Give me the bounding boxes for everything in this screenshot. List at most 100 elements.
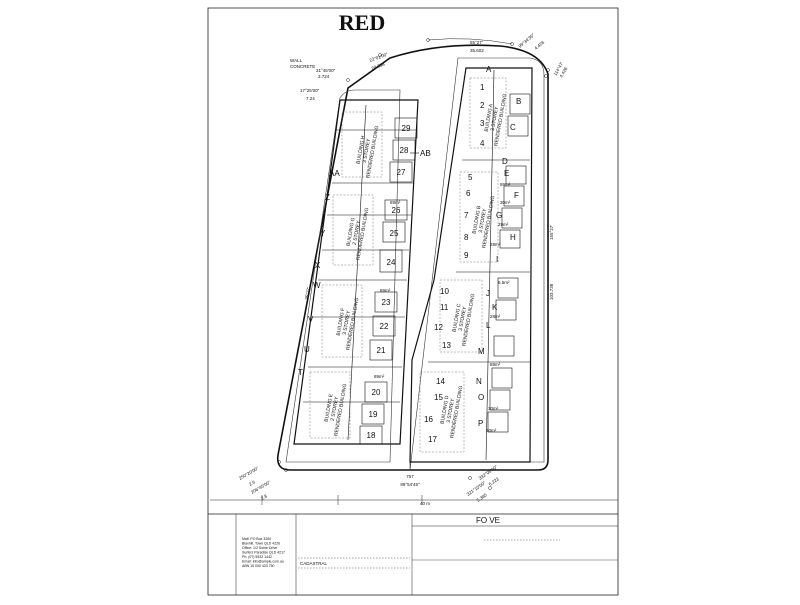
unit-26: 26	[392, 206, 401, 215]
unit-19: 19	[369, 410, 378, 419]
unit-9: 9	[464, 251, 469, 260]
letter-u: U	[304, 345, 310, 354]
letter-z: Z	[325, 193, 330, 202]
right-hatching	[419, 77, 507, 453]
unit-4: 4	[480, 139, 485, 148]
right-unit-grid	[428, 69, 531, 461]
bearing-right2: 114°47'	[553, 61, 565, 76]
bearing-left1: 31°45'00"	[316, 68, 336, 73]
unit-3: 3	[480, 119, 485, 128]
scale-bar: 40 m	[210, 495, 618, 506]
building-g-label: BUILDING G2 STOREYRENDERED BUILDING	[343, 205, 370, 260]
area-label: 30m²	[500, 200, 511, 205]
building-e-label: BUILDING E2 STOREYRENDERED BUILDING	[321, 381, 348, 436]
unit-23: 23	[382, 298, 391, 307]
building-f-label: BUILDING F3 STOREYRENDERED BUILDING	[333, 295, 360, 350]
area-label: 6.5m²	[498, 280, 510, 285]
right-building-block: 1 2 3 4 5 6 7 8 9 10 11 12 13 14 15 16 1…	[409, 65, 533, 463]
lot-boundary	[276, 44, 549, 471]
letter-a: A	[486, 65, 492, 74]
unit-2: 2	[480, 101, 485, 110]
letter-aa: AA	[329, 169, 340, 178]
area-label: 28m²	[490, 242, 501, 247]
unit-14: 14	[436, 377, 445, 386]
bearing-left1-len: 3.724	[318, 74, 330, 79]
letter-k: K	[492, 303, 498, 312]
area-label: 89m²	[500, 182, 511, 187]
bearing-right1-len: 4.426	[533, 39, 545, 50]
unit-7: 7	[464, 211, 469, 220]
bearing-left2: 17°25'00"	[300, 88, 320, 93]
letter-x: X	[315, 261, 321, 270]
ab-label: AB	[420, 149, 431, 158]
bearing-bottom: 89°54'45"	[400, 482, 420, 487]
bearing-right2-len: 4.426	[559, 66, 569, 79]
unit-17: 17	[428, 435, 437, 444]
building-c-label: BUILDING C3 STOREYRENDERED BUILDING	[449, 291, 476, 346]
bearing-top: 55°27'	[470, 40, 483, 45]
inner-boundary	[285, 89, 401, 463]
area-label: 89m²	[374, 374, 385, 379]
unit-22: 22	[380, 322, 389, 331]
unit-13: 13	[442, 341, 451, 350]
bearing-top-len: 35.602	[470, 48, 484, 53]
letter-i: I	[496, 255, 498, 264]
plan-title: RED	[339, 10, 385, 35]
bearing-left-side: 35°27'	[304, 287, 311, 300]
company-details: Mail: PO Box 3260 Blaxhill, Town QLD 422…	[242, 537, 286, 568]
unit-29: 29	[402, 124, 411, 133]
right-building-outline	[409, 67, 533, 463]
cadastral-label: CADASTRAL	[300, 561, 328, 566]
inner-boundary-right	[409, 57, 545, 471]
area-label: 28m²	[490, 314, 501, 319]
unit-20: 20	[372, 388, 381, 397]
unit-11: 11	[440, 303, 449, 312]
bearing-bl1: 250°20'00"	[238, 465, 260, 480]
unit-21: 21	[377, 346, 386, 355]
unit-5: 5	[468, 173, 473, 182]
letter-n: N	[476, 377, 482, 386]
bearing-br2-len: 5.385	[476, 492, 488, 503]
unit-25: 25	[390, 229, 399, 238]
letter-p: P	[478, 419, 483, 428]
letter-f: F	[514, 191, 519, 200]
unit-15: 15	[434, 393, 443, 402]
wall-label: WALL	[290, 58, 303, 63]
unit-16: 16	[424, 415, 433, 424]
bearing-bottom-len: 757	[406, 474, 414, 479]
left-building-block: 29 28 27 26 25 24 23 22 21 20 19 18 BUIL…	[293, 99, 431, 445]
letter-y: Y	[320, 229, 326, 238]
area-label: 89m²	[390, 200, 401, 205]
left-unit-grid	[303, 104, 418, 445]
area-label: 30m²	[486, 428, 497, 433]
letter-v: V	[308, 315, 314, 324]
letter-t: T	[298, 368, 303, 377]
letter-c: C	[510, 123, 516, 132]
unit-12: 12	[434, 323, 443, 332]
building-h-label: BUILDING H3 STOREYRENDERED BUILDING	[353, 123, 380, 178]
title-block-heading: FO VE	[476, 516, 500, 525]
bearing-right-side-len: 103.738	[549, 283, 554, 300]
unit-27: 27	[397, 168, 406, 177]
letter-m: M	[478, 347, 485, 356]
unit-6: 6	[466, 189, 471, 198]
scale-label: 40 m	[420, 501, 430, 506]
unit-1: 1	[480, 83, 485, 92]
area-label: 89m²	[380, 288, 391, 293]
letter-d: D	[502, 157, 508, 166]
bearing-top-left: 22°01'00"	[369, 52, 389, 63]
letter-l: L	[486, 321, 491, 330]
bearing-left2-len: 7.24	[306, 96, 315, 101]
area-label: 29m²	[498, 222, 509, 227]
title-block: FO VE CADASTRAL Mail: PO Box 3260 Blaxhi…	[208, 513, 618, 595]
unit-24: 24	[387, 258, 396, 267]
letter-o: O	[478, 393, 484, 402]
building-a-label: BUILDING A3 STOREYRENDERED BUILDING	[481, 91, 508, 146]
unit-28: 28	[400, 146, 409, 155]
left-building-outline	[293, 99, 419, 445]
unit-10: 10	[440, 287, 449, 296]
left-hatching	[309, 111, 383, 439]
bearing-top-left-len: 20.338	[371, 61, 386, 71]
